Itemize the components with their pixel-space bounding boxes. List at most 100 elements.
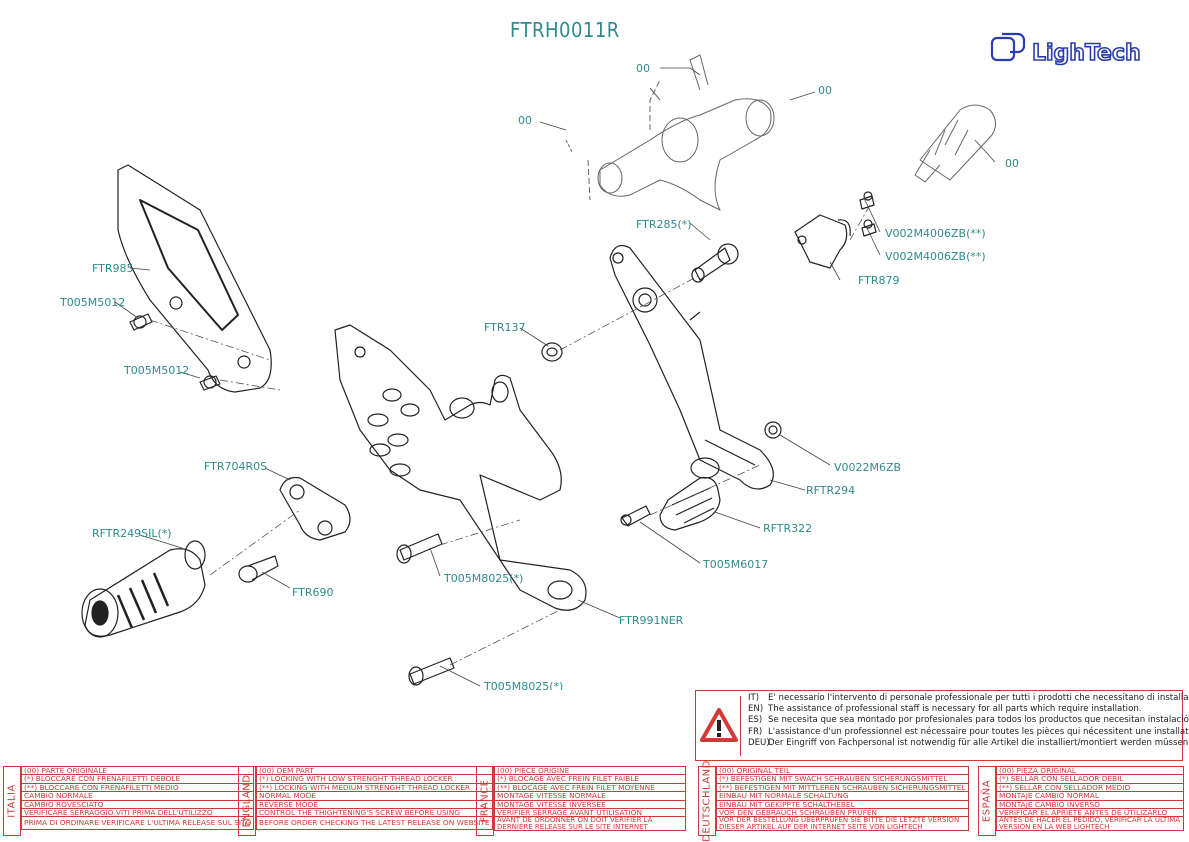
installation-warning-box: IT)E' necessario l'intervento di persona… <box>695 690 1189 761</box>
lever-nut <box>764 421 782 439</box>
legend-france: FRANCE (00) PIECE ORIGINE(*) BLOCAGE AVE… <box>476 765 686 836</box>
spacer <box>238 555 279 583</box>
washer <box>541 342 563 362</box>
legend-line: MONTAJE CAMBIO NORMAL <box>996 791 1184 801</box>
brand-wordmark: LighTech <box>1032 41 1141 66</box>
legend-line: (**) BEFESTIGEN MIT MITTLEREN SCHRAUBEN … <box>716 782 969 793</box>
legend-line: PRIMA DI ORDINARE VERIFICARE L'ULTIMA RE… <box>20 816 255 831</box>
part-label-v0022m6zb: V0022M6ZB <box>834 461 901 474</box>
drawing-title: FTRH0011R <box>510 18 620 42</box>
legend-line: (**) SELLAR CON SELLADOR MEDIO <box>996 782 1184 793</box>
peg-bracket <box>279 476 351 541</box>
legend-line: (**) BLOCCARE CON FRENAFILETTI MEDIO <box>20 782 255 793</box>
warning-line-de: DEU)Der Eingriff von Fachpersonal ist no… <box>748 737 1189 748</box>
screw-lower <box>408 657 455 686</box>
legend-country: FRANCE <box>476 766 494 836</box>
part-label-ftr704r0s: FTR704R0S <box>204 460 267 473</box>
legend-line: EINBAU MIT GEKIPPTE SCHALTHEBEL <box>716 799 969 810</box>
link-mount-screws <box>859 191 877 237</box>
warning-line-fr: FR)L'assistance d'un professionnel est n… <box>748 726 1189 737</box>
legend-line: CONTROL THE THIGHTENING'S SCREW BEFORE U… <box>256 808 493 818</box>
part-label-t005m8025-a: T005M8025(*) <box>443 572 523 585</box>
part-label-t005m8025-b: T005M8025(*) <box>483 680 563 690</box>
part-label-rftr322: RFTR322 <box>763 522 812 535</box>
legend-line: VOR DEN GEBRAUCH SCHRAUBEN PRÜFEN <box>716 808 969 818</box>
legend-line: MONTAGE VITESSE NORMALE <box>494 791 686 801</box>
legend-line: CAMBIO ROVESCIATO <box>20 799 255 810</box>
legend-line: (**) LOCKING WITH MEDIUM STRENGHT THREAD… <box>256 782 493 793</box>
legend-country: DEUTSCHLAND <box>698 760 716 842</box>
legend-line: (00) OEM PART <box>256 765 493 776</box>
legend-line: NORMAL MODE <box>256 791 493 801</box>
part-label-v002m4006zb-b: V002M4006ZB(**) <box>885 250 986 263</box>
legend-country: ENGLAND <box>238 766 256 836</box>
part-label-ftr285: FTR285(*) <box>636 218 692 231</box>
legend-line: (*) SELLAR CON SELLADOR DEBIL <box>996 774 1184 784</box>
part-label-ftr137: FTR137 <box>484 321 526 334</box>
legend-line: AVANT DE ORDONNER ON DOIT VERIFIER LA DE… <box>494 816 686 832</box>
legend-england: ENGLAND (00) OEM PART(*) LOCKING WITH LO… <box>238 765 493 836</box>
part-label-oem-2: 00 <box>818 84 832 97</box>
legend-line: (00) PIEZA ORIGINAL <box>996 765 1184 776</box>
part-label-t005m6017: T005M6017 <box>702 558 768 571</box>
legend-line: (*) BLOCAGE AVEC FREIN FILET FAIBLE <box>494 774 686 784</box>
rearset-bracket <box>334 324 587 611</box>
part-label-oem-4: 00 <box>1005 157 1019 170</box>
legend-line: (*) BLOCCARE CON FRENAFILETTI DEBOLE <box>20 774 255 784</box>
legend-line: (**) BLOCAGE AVEC FREIN FILET MOYENNE <box>494 782 686 793</box>
legend-line: REVERSE MODE <box>256 799 493 810</box>
part-label-oem-3: 00 <box>518 114 532 127</box>
shift-peg-toe <box>659 457 721 531</box>
oem-shift-peg <box>914 104 996 183</box>
part-label-ftr991ner: FTR991NER <box>619 614 684 627</box>
part-label-rftr294: RFTR294 <box>806 484 855 497</box>
legend-line: EINBAU MIT NORMALE SCHALTUNG <box>716 791 969 801</box>
warning-line-it: IT)E' necessario l'intervento di persona… <box>748 693 1189 703</box>
legend-espana: ESPAÑA (00) PIEZA ORIGINAL(*) SELLAR CON… <box>978 765 1184 836</box>
legend-line: CAMBIO NORMALE <box>20 791 255 801</box>
part-label-ftr879: FTR879 <box>858 274 900 287</box>
legend-line: (00) PARTE ORIGINALE <box>20 765 255 776</box>
legend-italia: ITALIA (00) PARTE ORIGINALE(*) BLOCCARE … <box>3 765 255 836</box>
legend-line: (00) PIECE ORIGINE <box>494 765 686 776</box>
peg-screw <box>620 505 651 527</box>
shift-lever <box>609 245 774 490</box>
legend-line: (00) ORIGINAL TEIL <box>716 765 969 776</box>
part-label-v002m4006zb-a: V002M4006ZB(**) <box>885 227 986 240</box>
axis-lines <box>149 204 871 666</box>
part-label-ftr690: FTR690 <box>292 586 334 599</box>
part-label-ftr985: FTR985 <box>92 262 134 275</box>
warning-line-en: EN)The assistance of professional staff … <box>748 704 1142 715</box>
legend-line: VERIFICARE SERRAGGIO VITI PRIMA DELL'UTI… <box>20 808 255 818</box>
pivot-bolt <box>691 243 739 283</box>
part-label-t005m5012-a: T005M5012 <box>59 296 125 309</box>
lightech-logo: LighTech <box>990 32 1170 72</box>
legend-line: MONTAGE VITESSE INVERSEE <box>494 799 686 810</box>
screw-upper <box>396 533 443 564</box>
foot-peg <box>81 540 206 638</box>
part-label-oem-1: 00 <box>636 62 650 75</box>
legend-line: (*) LOCKING WITH LOW STRENGHT THREAD LOC… <box>256 774 493 784</box>
part-labels: 00 00 00 00 FTR985 T005M5012 T005M5012 F… <box>59 62 1019 690</box>
legend-line: MONTAJE CAMBIO INVERSO <box>996 799 1184 810</box>
warning-triangle-icon <box>698 696 741 756</box>
warning-line-es: ES)Se necesita que sea montado por profe… <box>748 715 1189 726</box>
heel-plate <box>117 164 272 393</box>
warning-lines: IT)E' necessario l'intervento di persona… <box>748 693 1189 749</box>
oem-shift-assembly <box>565 54 775 211</box>
legend-line: BEFORE ORDER CHECKING THE LATEST RELEASE… <box>256 816 493 831</box>
heel-screws <box>129 313 221 391</box>
legend-line: VERIFICAR EL APRIETE ANTES DE UTILIZARLO <box>996 808 1184 818</box>
part-label-rftr249sil: RFTR249SIL(*) <box>92 527 172 540</box>
legend-line: VOR DER BESTELLUNG ÜBERPRÜFEN SIE BITTE … <box>716 816 969 832</box>
part-label-t005m5012-b: T005M5012 <box>123 364 189 377</box>
leader-lines <box>114 67 996 687</box>
legend-line: ANTES DE HACER EL PEDIDO, VERIFICAR LA U… <box>996 816 1184 832</box>
legend-country: ITALIA <box>3 766 21 836</box>
legend-deutschland: DEUTSCHLAND (00) ORIGINAL TEIL(*) BEFEST… <box>698 760 969 842</box>
legend-country: ESPAÑA <box>978 766 996 836</box>
legend-line: (*) BEFESTIGEN MIT SWACH SCHRAUBEN SICHE… <box>716 774 969 784</box>
legend-line: VERIFIER SERRAGE AVANT UTILISATION <box>494 808 686 818</box>
link-mount <box>794 214 851 269</box>
exploded-diagram: 00 00 00 00 FTR985 T005M5012 T005M5012 F… <box>59 54 1019 690</box>
